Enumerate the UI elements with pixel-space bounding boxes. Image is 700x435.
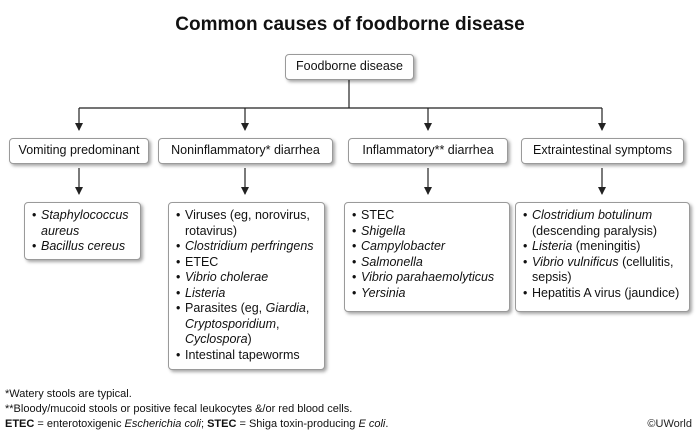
organism-name: Listeria: [532, 239, 573, 253]
organism-list-item: Listeria (meningitis): [523, 239, 682, 255]
organism-list: STECShigellaCampylobacterSalmonellaVibri…: [352, 208, 502, 301]
list-vomiting: Staphylococcus aureusBacillus cereus: [24, 202, 141, 260]
organism-list-item: Salmonella: [352, 255, 502, 271]
item-text: ): [247, 332, 252, 346]
item-text: STEC: [361, 208, 395, 222]
organism-list-item: Vibrio cholerae: [176, 270, 317, 286]
organism-name: Clostridium botulinum: [532, 208, 653, 222]
organism-list: Viruses (eg, norovirus, rotavirus)Clostr…: [176, 208, 317, 363]
organism-name: Salmonella: [361, 254, 423, 269]
organism-list-item: Vibrio vulnificus (cellulitis, sepsis): [523, 255, 682, 286]
organism-list-item: Clostridium botulinum (descending paraly…: [523, 208, 682, 239]
footnote-segment: .: [385, 418, 389, 430]
organism-list-item: Intestinal tapeworms: [176, 348, 317, 364]
copyright-label: ©UWorld: [647, 418, 692, 430]
footnote-watery: *Watery stools are typical.: [5, 388, 132, 400]
organism-list-item: Vibrio parahaemolyticus: [352, 270, 502, 286]
organism-name: Bacillus cereus: [41, 239, 126, 253]
organism-name: Shigella: [361, 223, 406, 238]
item-text: Intestinal tapeworms: [185, 347, 300, 362]
item-text: (meningitis): [572, 239, 641, 253]
category-vomiting: Vomiting predominant: [9, 138, 149, 164]
organism-list-item: Yersinia: [352, 286, 502, 302]
root-label: Foodborne disease: [295, 59, 404, 73]
list-inflammatory: STECShigellaCampylobacterSalmonellaVibri…: [344, 202, 510, 312]
organism-name: Clostridium perfringens: [185, 239, 314, 253]
item-text: Hepatitis A virus (jaundice): [532, 285, 680, 300]
page-title: Common causes of foodborne disease: [175, 14, 525, 35]
organism-name: Yersinia: [361, 285, 406, 300]
organism-list-item: Bacillus cereus: [32, 239, 133, 255]
list-noninflammatory: Viruses (eg, norovirus, rotavirus)Clostr…: [168, 202, 325, 370]
item-text: (cellulitis, sepsis): [532, 254, 674, 285]
category-label: Vomiting predominant: [18, 143, 140, 157]
item-text: ,: [305, 301, 310, 315]
footnote-segment: = enterotoxigenic: [34, 418, 125, 430]
footnote-segment: E coli: [358, 418, 386, 430]
organism-list-item: ETEC: [176, 255, 317, 271]
list-extraintestinal: Clostridium botulinum (descending paraly…: [515, 202, 690, 312]
organism-list-item: Shigella: [352, 224, 502, 240]
organism-list-item: Hepatitis A virus (jaundice): [523, 286, 682, 302]
item-text: Parasites (eg,: [185, 301, 266, 315]
item-text: ,: [276, 316, 280, 331]
organism-name: Vibrio vulnificus: [532, 254, 619, 269]
organism-list-item: Listeria: [176, 286, 317, 302]
organism-name: Vibrio parahaemolyticus: [361, 270, 495, 284]
category-label: Extraintestinal symptoms: [533, 143, 672, 157]
footnote-abbreviations: ETEC = enterotoxigenic Escherichia coli;…: [5, 418, 388, 430]
organism-name: Vibrio cholerae: [185, 270, 269, 284]
organism-name: Listeria: [185, 285, 226, 300]
item-text: Viruses (eg, norovirus, rotavirus): [185, 208, 310, 238]
organism-list-item: Staphylococcus aureus: [32, 208, 133, 239]
organism-list-item: STEC: [352, 208, 502, 224]
organism-name: Cyclospora: [185, 332, 248, 346]
footnote-segment: = Shiga toxin-producing: [236, 418, 359, 430]
organism-name: Cryptosporidium: [185, 316, 277, 331]
organism-name: Staphylococcus aureus: [41, 208, 129, 238]
organism-list-item: Parasites (eg, Giardia, Cryptosporidium,…: [176, 301, 317, 348]
footnote-segment: STEC: [207, 418, 237, 430]
category-label: Noninflammatory* diarrhea: [171, 143, 320, 157]
item-text: ETEC: [185, 254, 219, 269]
footnote-segment: ;: [200, 418, 208, 430]
organism-list-item: Viruses (eg, norovirus, rotavirus): [176, 208, 317, 239]
footnote-segment: ETEC: [5, 418, 35, 430]
organism-list: Staphylococcus aureusBacillus cereus: [32, 208, 133, 255]
footnote-segment: Escherichia coli: [124, 418, 201, 430]
organism-list-item: Clostridium perfringens: [176, 239, 317, 255]
category-label: Inflammatory** diarrhea: [362, 143, 494, 157]
organism-list-item: Campylobacter: [352, 239, 502, 255]
organism-name: Campylobacter: [361, 239, 446, 253]
organism-name: Giardia: [265, 301, 306, 315]
footnote-bloody: **Bloody/mucoid stools or positive fecal…: [5, 403, 353, 415]
category-inflammatory: Inflammatory** diarrhea: [348, 138, 508, 164]
organism-list: Clostridium botulinum (descending paraly…: [523, 208, 682, 301]
root-node: Foodborne disease: [285, 54, 414, 80]
category-extraintestinal: Extraintestinal symptoms: [521, 138, 684, 164]
category-noninflammatory: Noninflammatory* diarrhea: [158, 138, 333, 164]
item-text: (descending paralysis): [532, 223, 658, 238]
